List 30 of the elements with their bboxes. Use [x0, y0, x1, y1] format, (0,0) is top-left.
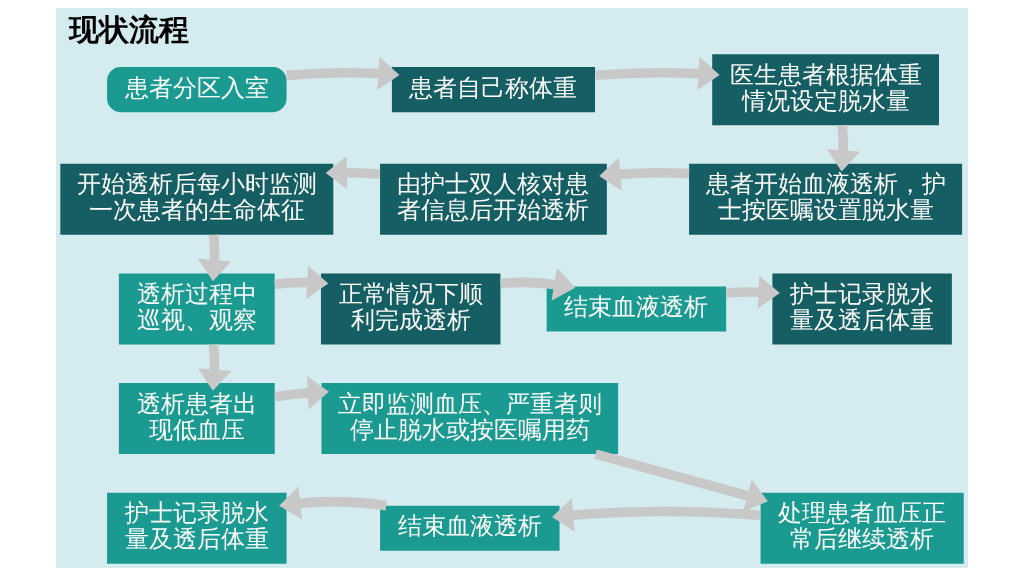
node-box: 由护士双人核对患者信息后开始透析: [380, 163, 607, 235]
arrow: [594, 56, 720, 91]
arrow: [197, 234, 232, 282]
arrow: [197, 344, 232, 391]
node-box: 患者开始血液透析，护士按医嘱设置脱水量: [689, 163, 963, 235]
node-box: 护士记录脱水量及透后体重: [107, 492, 287, 564]
arrow: [274, 376, 329, 410]
node-box: 开始透析后每小时监测一次患者的生命体征: [60, 163, 334, 235]
node-box: 患者自己称体重: [391, 67, 596, 113]
diagram-title: 现状流程: [68, 11, 189, 47]
arrow: [286, 56, 400, 91]
arrow: [500, 267, 576, 301]
node-box: 结束血液透析: [380, 505, 560, 551]
node-box: 立即监测血压、严重者则停止脱水或按医嘱用药: [321, 383, 619, 455]
arrow: [552, 498, 761, 532]
arrow: [594, 449, 768, 512]
arrow: [279, 486, 387, 520]
node-box: 医生患者根据体重情况设定脱水量: [712, 54, 939, 126]
node-box: 透析患者出现低血压: [118, 383, 275, 455]
node-box: 结束血液透析: [546, 286, 727, 332]
node-box: 正常情况下顺利完成透析: [320, 273, 501, 345]
arrow: [325, 155, 381, 190]
node-box: 透析过程中巡视、观察: [118, 273, 275, 345]
arrow: [726, 275, 780, 309]
node-box: 患者分区入室: [107, 67, 287, 113]
node-box: 护士记录脱水量及透后体重: [772, 273, 952, 345]
arrow: [599, 157, 690, 191]
node-box: 处理患者血压正常后继续透析: [760, 492, 964, 564]
arrow: [274, 265, 329, 299]
arrow: [826, 124, 861, 172]
